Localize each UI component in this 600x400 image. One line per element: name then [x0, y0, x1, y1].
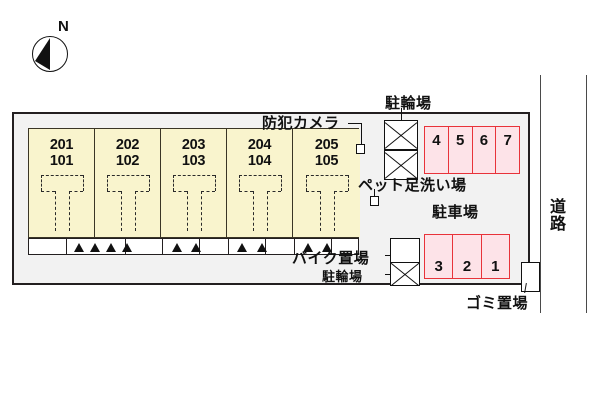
entrance-balcony-strip [28, 238, 359, 255]
road-edge-left [540, 75, 541, 313]
road-label: 道 路 [548, 199, 568, 234]
security-camera-label: 防犯カメラ [262, 115, 340, 132]
unit-cell-201-101[interactable]: 201 101 [29, 129, 95, 237]
road-label-char: 路 [549, 215, 566, 233]
security-camera-leader-h [348, 123, 362, 124]
entrance-arrow-icon [106, 243, 116, 252]
unit-label-202-102: 202 102 [95, 137, 160, 169]
entrance-arrow-icon [257, 243, 267, 252]
compass-north-label: N [58, 18, 69, 35]
parking-lot-label: 駐車場 [432, 204, 479, 221]
bicycle-parking-top-leader [401, 108, 402, 120]
unit-lower-number: 105 [314, 152, 339, 169]
unit-upper-number: 202 [115, 137, 140, 153]
trash-area-label: ゴミ置場 [466, 295, 529, 312]
stall-number: 1 [491, 258, 500, 275]
stall-number: 4 [432, 132, 441, 149]
unit-upper-number: 204 [247, 137, 272, 153]
stall-number: 3 [434, 258, 443, 275]
entrance-arrow-icon [237, 243, 247, 252]
stair-glyph [169, 175, 219, 231]
parking-stall-4[interactable]: 4 [425, 127, 449, 173]
bicycle-parking-box-bottom[interactable] [390, 262, 420, 286]
entrance-arrow-icon [322, 243, 332, 252]
parking-stall-row-lower: 3 2 1 [424, 234, 510, 279]
parking-stall-row-upper: 4 5 6 7 [424, 126, 520, 174]
pet-wash-label: ペット足洗い場 [358, 177, 467, 194]
unit-lower-number: 101 [49, 152, 74, 169]
bicycle-parking-bottom-label: 駐輪場 [322, 269, 363, 284]
parking-stall-2[interactable]: 2 [453, 235, 482, 278]
unit-lower-number: 102 [115, 152, 140, 169]
security-camera-icon [356, 144, 365, 154]
parking-stall-6[interactable]: 6 [473, 127, 497, 173]
stair-glyph [302, 175, 352, 231]
stair-glyph [235, 175, 285, 231]
stair-glyph [103, 175, 153, 231]
unit-cell-202-102[interactable]: 202 102 [95, 129, 161, 237]
stall-number: 2 [462, 258, 472, 275]
apartment-building-block: 201 101 202 102 203 103 [28, 128, 360, 238]
stall-number: 7 [503, 132, 512, 149]
unit-label-205-105: 205 105 [293, 137, 360, 169]
parking-stall-5[interactable]: 5 [449, 127, 473, 173]
trash-area-box[interactable] [521, 262, 540, 292]
unit-cell-203-103[interactable]: 203 103 [161, 129, 227, 237]
compass-rose: N [32, 18, 70, 74]
entrance-arrow-icon [172, 243, 182, 252]
pet-wash-icon [370, 196, 379, 206]
stall-number: 5 [455, 132, 465, 149]
bicycle-parking-top-label: 駐輪場 [385, 95, 432, 112]
entrance-arrow-icon [122, 243, 132, 252]
unit-upper-number: 203 [181, 137, 206, 153]
entrance-arrow-icon [74, 243, 84, 252]
stair-glyph [37, 175, 87, 231]
entrance-arrow-icon [90, 243, 100, 252]
parking-stall-7[interactable]: 7 [496, 127, 519, 173]
unit-lower-number: 103 [181, 152, 206, 169]
unit-cell-204-104[interactable]: 204 104 [227, 129, 293, 237]
bicycle-parking-box-top-1[interactable] [384, 120, 418, 150]
security-camera-leader-v [361, 123, 362, 145]
bicycle-parking-box-top-2[interactable] [384, 150, 418, 180]
road-label-char: 道 [549, 199, 566, 216]
entrance-arrow-icon [303, 243, 313, 252]
unit-upper-number: 201 [49, 137, 74, 153]
pet-wash-leader [374, 189, 375, 198]
unit-cell-205-105[interactable]: 205 105 [293, 129, 360, 237]
unit-label-204-104: 204 104 [227, 137, 292, 169]
parking-stall-1[interactable]: 1 [482, 235, 509, 278]
unit-upper-number: 205 [314, 137, 339, 153]
unit-label-203-103: 203 103 [161, 137, 226, 169]
motorbike-parking-label: バイク置場 [292, 250, 370, 267]
stall-number: 6 [479, 132, 489, 149]
entrance-arrow-icon [191, 243, 201, 252]
compass-north-arrow-icon [35, 38, 50, 70]
unit-lower-number: 104 [247, 152, 272, 169]
parking-stall-3[interactable]: 3 [425, 235, 454, 278]
road-edge-right [586, 75, 587, 313]
unit-label-201-101: 201 101 [29, 137, 94, 169]
road-strip [540, 75, 588, 313]
